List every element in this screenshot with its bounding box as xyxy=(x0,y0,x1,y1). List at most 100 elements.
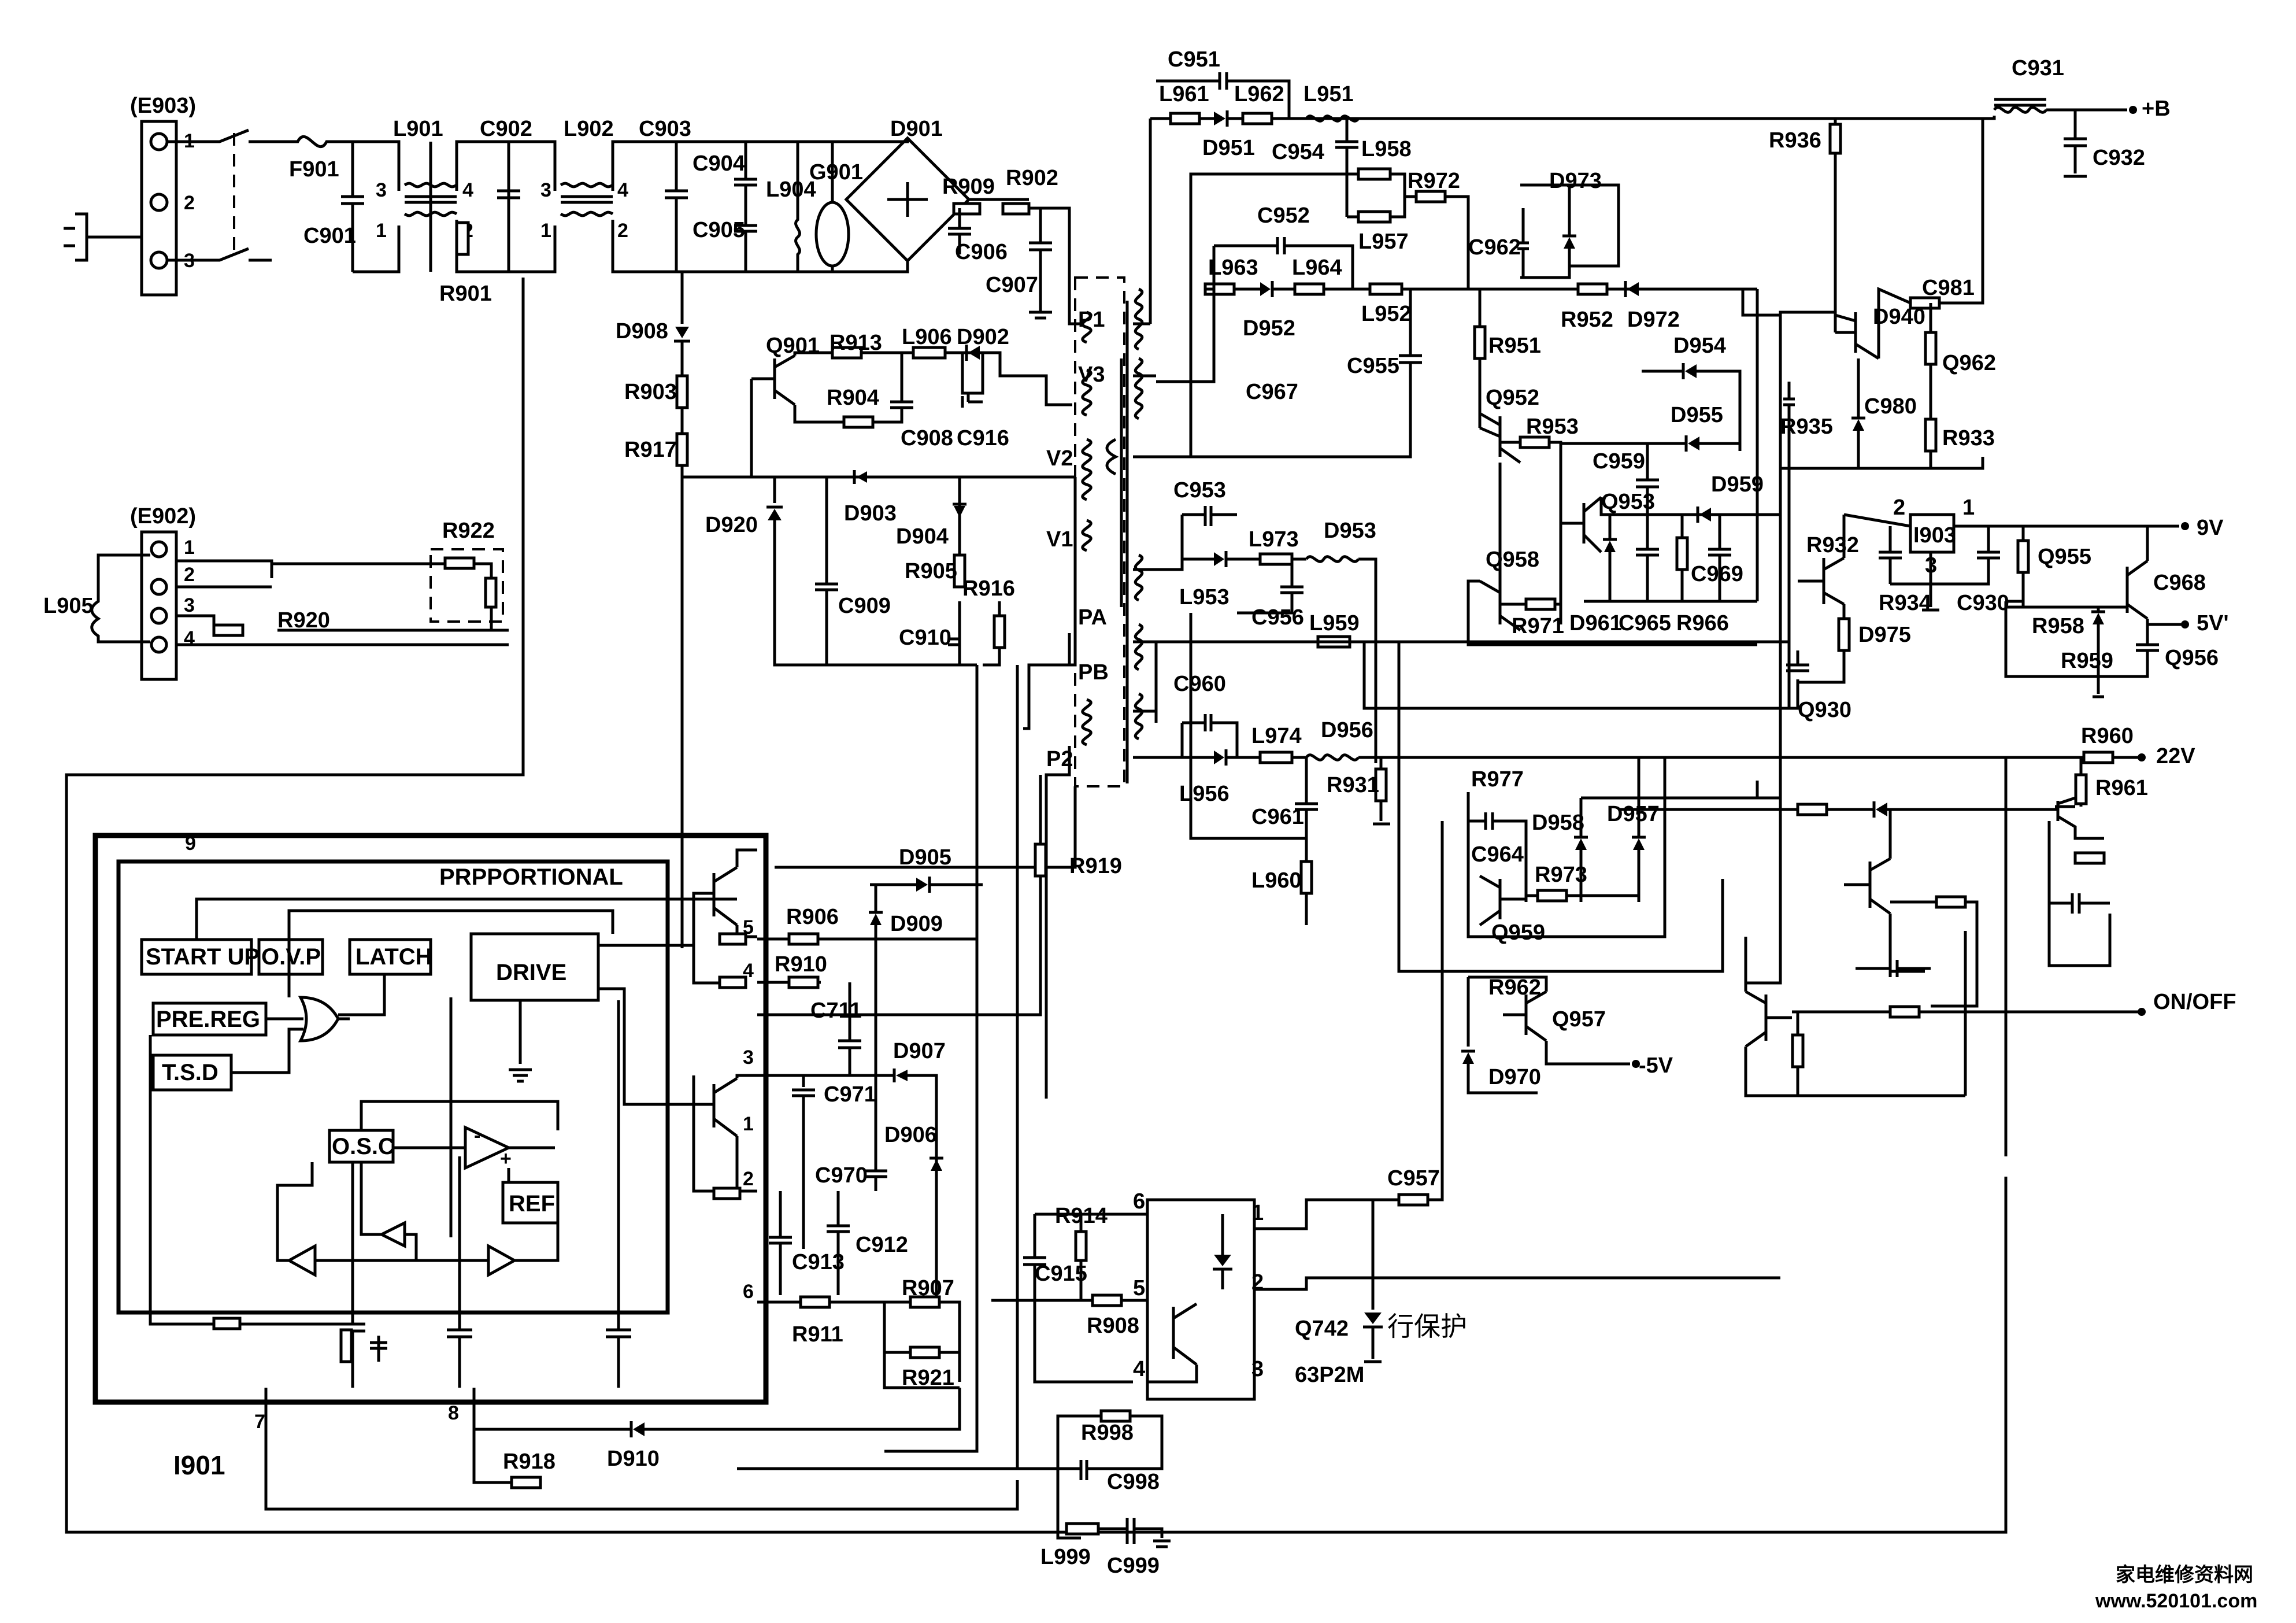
svg-text:R901: R901 xyxy=(439,282,492,306)
output-9v-label: 9V xyxy=(2197,516,2224,540)
svg-text:Q957: Q957 xyxy=(1552,1007,1606,1032)
svg-text:R951: R951 xyxy=(1488,334,1541,358)
svg-text:F901: F901 xyxy=(289,157,339,182)
capacitor-c981: R958 xyxy=(2004,600,2098,678)
mains-plug xyxy=(64,212,145,262)
inductor-l961: L961 xyxy=(1159,82,1209,125)
block-osc: O.S.C xyxy=(332,1134,395,1159)
diode-d904: D904 xyxy=(896,477,966,665)
output-5v-prime-label: 5V' xyxy=(2197,611,2229,635)
output-22v: 22V xyxy=(2138,744,2195,768)
resistor-r905: R905 xyxy=(905,553,966,589)
capacitor-c971: C971 xyxy=(792,1075,876,1249)
svg-text:L960: L960 xyxy=(1251,868,1302,893)
svg-text:L963: L963 xyxy=(1208,256,1258,280)
diode-d903: D903 xyxy=(844,470,897,526)
svg-text:D920: D920 xyxy=(705,513,758,537)
capacitor-c939: C932 xyxy=(2064,110,2145,178)
svg-text:C903: C903 xyxy=(639,117,691,141)
svg-text:D902: D902 xyxy=(957,325,1009,349)
winding-p1: P1 xyxy=(1078,308,1105,332)
opto-pin-2: 2 xyxy=(1251,1270,1264,1295)
opto-pin-6: 6 xyxy=(1133,1189,1145,1214)
svg-text:R907: R907 xyxy=(902,1276,954,1300)
svg-text:4: 4 xyxy=(617,179,628,201)
resistor-r901: R901 xyxy=(439,221,492,306)
svg-text:C964: C964 xyxy=(1471,842,1524,867)
svg-text:D957: D957 xyxy=(1607,802,1660,826)
svg-text:+: + xyxy=(500,1148,512,1170)
svg-text:2: 2 xyxy=(617,220,628,242)
resistor-r962: R962 xyxy=(1467,975,1541,1047)
diode-d905: D905 xyxy=(870,845,983,893)
svg-text:G901: G901 xyxy=(809,160,863,184)
capacitor-c906: C906 xyxy=(948,208,1008,264)
svg-text:3: 3 xyxy=(540,179,551,201)
diode-d958: D958 xyxy=(1532,798,1588,902)
svg-text:L964: L964 xyxy=(1292,256,1342,280)
diode-d954: D954 xyxy=(1642,334,1742,451)
resistor-r953: R953 xyxy=(1500,415,1579,468)
output-5v: -5V xyxy=(1632,1053,1673,1078)
svg-text:R977: R977 xyxy=(1471,767,1524,792)
diode-d970: D970 xyxy=(1461,1049,1541,1095)
transistor-q953: Q953 xyxy=(1559,468,1780,624)
inductor-l953: D953 xyxy=(1305,519,1376,563)
svg-text:C960: C960 xyxy=(1173,672,1226,696)
transistor-q959: Q959 xyxy=(1479,874,1545,945)
diode-d951: D951 xyxy=(1202,110,1255,160)
opto-pin-3: 3 xyxy=(1251,1357,1264,1381)
svg-text:-: - xyxy=(474,1125,480,1147)
capacitor-c907: C907 xyxy=(986,208,1052,320)
transistor-q951: D940 xyxy=(1779,287,1925,360)
svg-text:D904: D904 xyxy=(896,524,949,549)
svg-text:1: 1 xyxy=(1962,496,1975,520)
capacitor-c969: C969 xyxy=(1691,515,1743,601)
resistor-r906: R906 xyxy=(757,905,977,946)
capacitor-c980: Q956 xyxy=(2098,624,2219,678)
pin-5: 5 xyxy=(743,916,754,938)
ic-title: PRPPORTIONAL xyxy=(439,864,623,890)
svg-text:D956: D956 xyxy=(1321,718,1373,742)
capacitor-c909: C909 xyxy=(815,477,891,665)
svg-text:D903: D903 xyxy=(844,501,897,526)
diode-d959: D959 xyxy=(1696,472,1764,523)
svg-text:L973: L973 xyxy=(1249,527,1299,552)
resistor-r931: R931 xyxy=(1327,757,1390,826)
resistor-r969: C957 xyxy=(1387,821,1444,1207)
capacitor-c959: C959 xyxy=(1593,443,1659,515)
inductor-l971: C931 xyxy=(1993,56,2127,114)
capacitor-c970: C970 xyxy=(815,1075,887,1191)
svg-text:D951: D951 xyxy=(1202,136,1255,160)
svg-text:1: 1 xyxy=(540,220,551,242)
capacitor-c931: R934 xyxy=(1879,526,1931,615)
svg-text:R903: R903 xyxy=(624,380,677,404)
resistor-r972: R972 xyxy=(1405,169,1470,289)
resistor-r971: R971 xyxy=(1500,597,1564,638)
pin-6: 6 xyxy=(743,1281,754,1303)
diode-d902: D902 xyxy=(945,325,1072,406)
winding-v1: V1 xyxy=(1046,527,1073,552)
capacitor-c960: C960 xyxy=(1173,672,1239,757)
svg-text:R911: R911 xyxy=(792,1322,843,1347)
svg-text:C952: C952 xyxy=(1257,204,1310,228)
opto-pin-1: 1 xyxy=(1251,1201,1264,1225)
svg-text:C905: C905 xyxy=(692,218,745,242)
output-b-plus-label: +B xyxy=(2142,97,2171,121)
svg-text:R973: R973 xyxy=(1535,863,1587,887)
capacitor-c957: Q930 xyxy=(1786,650,1851,722)
capacitor-c901: C901 xyxy=(303,142,364,272)
svg-text:R916: R916 xyxy=(962,576,1015,601)
resistor-r922-network: R922 xyxy=(65,278,2008,1534)
svg-text:R959: R959 xyxy=(2061,649,2113,673)
resistor-r921: R921 xyxy=(883,1302,960,1390)
resistor-r904: R904 xyxy=(827,386,879,429)
connector-e903-label: (E903) xyxy=(130,94,196,118)
diode-d920: D920 xyxy=(705,477,977,667)
svg-text:R919: R919 xyxy=(1069,854,1122,878)
svg-text:D940: D940 xyxy=(1873,305,1925,329)
svg-text:D958: D958 xyxy=(1532,811,1584,835)
capacitor-c903: C903 xyxy=(639,117,746,273)
block-ovp: O.V.P xyxy=(261,944,321,970)
pin-1: 1 xyxy=(743,1113,754,1135)
